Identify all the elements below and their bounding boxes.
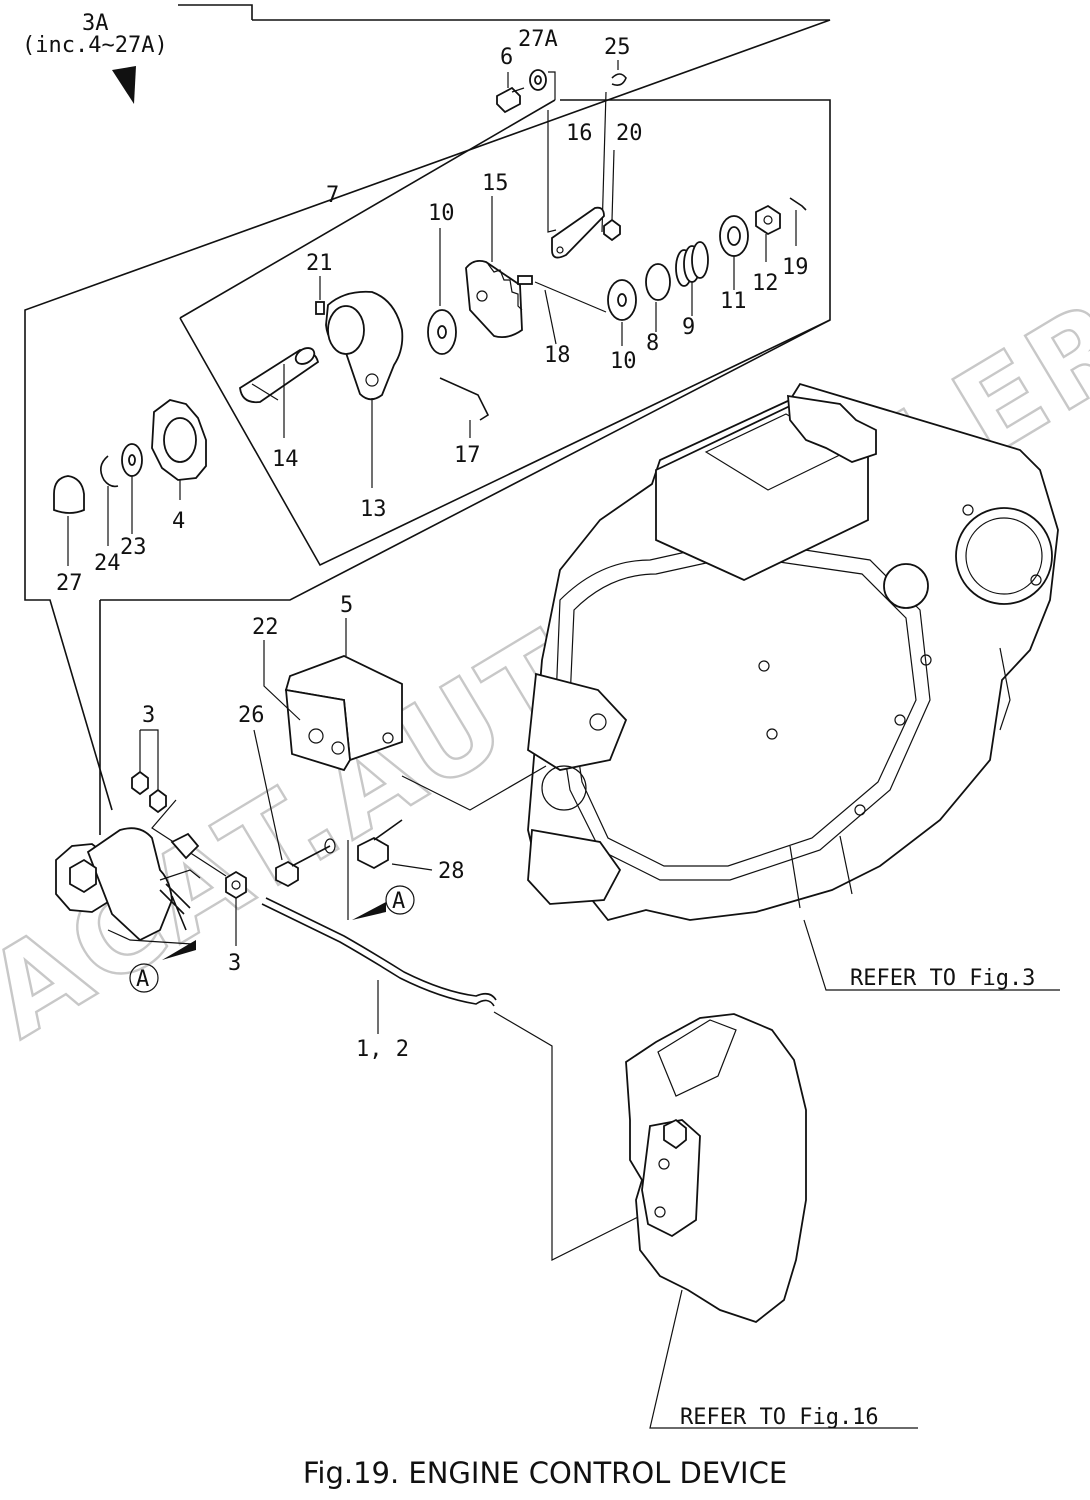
callout-12: 12 [752,271,779,296]
part-6-bolt [496,72,525,114]
callout-22: 22 [252,615,279,640]
callout-18: 18 [544,343,571,368]
callout-14: 14 [272,447,299,472]
callout-15: 15 [482,171,509,196]
refer-fig16-label: REFER TO Fig.16 [649,1289,918,1430]
part-10-washer [427,228,457,355]
callout-4: 4 [172,509,185,534]
callout-27: 27 [56,571,83,596]
callout-5: 5 [340,593,353,618]
part-28-bolt [357,819,433,871]
callout-26: 26 [238,703,265,728]
part-13-lever-body [325,290,404,488]
part-10-washer-lower [534,279,637,346]
flywheel-housing [527,382,1059,922]
part-27a-washer [529,69,556,100]
part-15-sector-gear [465,196,523,339]
part-19-cotter-pin [789,197,807,246]
callout-10a: 10 [428,201,455,226]
part-3-nut-lower [151,799,247,946]
svg-text:REFER TO Fig.16: REFER TO Fig.16 [680,1405,879,1430]
callout-9: 9 [682,315,695,340]
callout-10b: 10 [610,349,637,374]
refer-fig3-label: REFER TO Fig.3 [803,919,1060,991]
leader-22 [263,640,301,721]
view-marker-right: A [347,840,415,920]
part-23-washer [121,443,143,534]
svg-text:A: A [136,967,149,992]
leader-cover-to-housing [401,765,547,811]
callout-7: 7 [326,183,339,208]
callout-16: 16 [566,121,593,146]
part-12-nut [755,204,781,262]
callout-21: 21 [306,251,333,276]
part-3-nuts-upper [131,729,167,814]
part-20-nut [603,218,621,242]
callout-13: 13 [360,497,387,522]
figure-caption: Fig.19. ENGINE CONTROL DEVICE [303,1456,787,1490]
callout-23: 23 [120,535,147,560]
part-8-washer [645,263,671,332]
part-18-pin [517,275,557,345]
callout-1-2: 1, 2 [356,1037,409,1062]
callout-19: 19 [782,255,809,280]
callout-8: 8 [646,331,659,356]
callout-20: 20 [616,121,643,146]
part-1-2-rod [261,897,649,1261]
pump-bracket [625,1013,807,1324]
callout-25: 25 [604,35,631,60]
callout-11: 11 [720,289,747,314]
part-25-clip [601,60,627,233]
assembly-label: 3A [82,11,109,36]
view-arrow [112,66,136,104]
part-24-circlip [100,455,119,546]
part-11-bushing [719,215,749,290]
part-4-knob [151,399,207,500]
part-9-spring [675,241,709,316]
callout-labels: 6 27A 25 16 20 7 15 10 21 18 10 8 9 11 1… [56,27,809,1062]
svg-text:A: A [392,889,405,914]
callout-27a: 27A [518,27,558,52]
part-27-cap [53,475,85,566]
view-marker-left: A [129,940,196,993]
part-21-pin [315,301,325,315]
assembly-outline [24,4,831,835]
part-17-rod [439,377,490,438]
part-26-bolt [253,729,336,888]
callout-24: 24 [94,551,121,576]
assembly-note: (inc.4~27A) [22,33,168,58]
callout-3a: 3 [142,703,155,728]
svg-text:REFER TO Fig.3: REFER TO Fig.3 [850,966,1035,991]
callout-6: 6 [500,45,513,70]
callout-28: 28 [438,859,465,884]
part-5-cover [284,618,403,772]
part-14-shaft [239,347,320,438]
part-16-lever [547,110,605,259]
callout-3b: 3 [228,951,241,976]
callout-17: 17 [454,443,481,468]
assembled-control-device [55,827,201,945]
